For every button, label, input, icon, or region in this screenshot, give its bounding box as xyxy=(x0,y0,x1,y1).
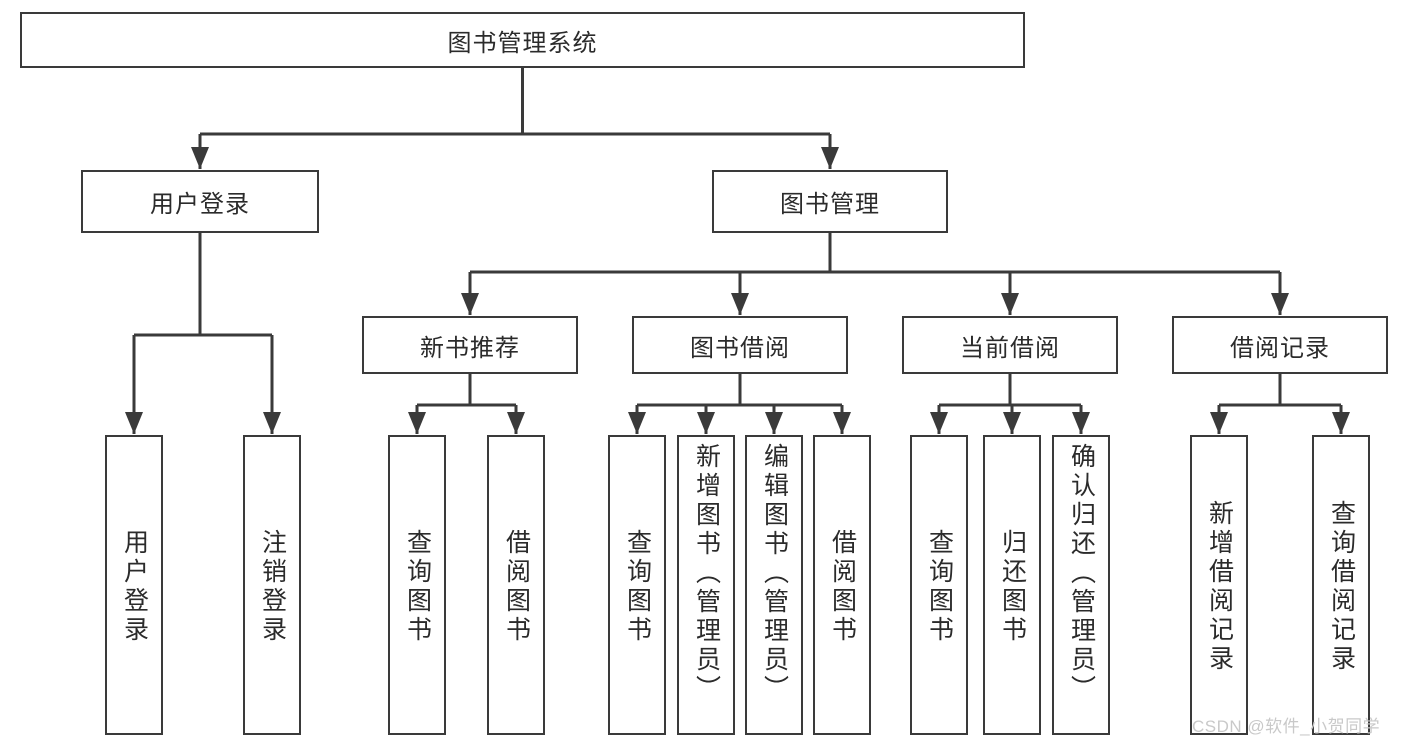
node-book-borrow[interactable]: 图书借阅 xyxy=(632,316,848,374)
arrowhead-book-borrow-to-leaf-edit-book xyxy=(765,412,783,434)
arrowhead-book-borrow-to-leaf-add-book xyxy=(697,412,715,434)
arrowhead-book-borrow-to-leaf-query-book-2 xyxy=(628,412,646,434)
node-label-leaf-add-record: 新增借阅记录 xyxy=(1205,500,1234,674)
arrowhead-user-login-to-leaf-user-login xyxy=(125,412,143,434)
node-leaf-return-book[interactable]: 归还图书 xyxy=(983,435,1041,735)
node-label-leaf-query-book-1: 查询图书 xyxy=(403,529,432,645)
node-leaf-edit-book[interactable]: 编辑图书（管理员） xyxy=(745,435,803,735)
node-label-leaf-confirm-return: 确认归还（管理员） xyxy=(1067,443,1096,704)
node-label-leaf-edit-book: 编辑图书（管理员） xyxy=(760,443,789,704)
watermark-text: CSDN @软件_小贺同学 xyxy=(1192,717,1381,736)
node-label-leaf-borrow-book-2: 借阅图书 xyxy=(828,529,857,645)
node-leaf-query-book-3[interactable]: 查询图书 xyxy=(910,435,968,735)
node-leaf-borrow-book-1[interactable]: 借阅图书 xyxy=(487,435,545,735)
node-label-new-book-rec: 新书推荐 xyxy=(420,334,520,362)
node-label-leaf-user-login: 用户登录 xyxy=(120,529,149,645)
arrowhead-borrow-record-to-leaf-query-record xyxy=(1332,412,1350,434)
node-label-leaf-query-book-2: 查询图书 xyxy=(623,529,652,645)
arrowhead-new-book-rec-to-leaf-borrow-book-1 xyxy=(507,412,525,434)
node-leaf-query-record[interactable]: 查询借阅记录 xyxy=(1312,435,1370,735)
node-leaf-user-login[interactable]: 用户登录 xyxy=(105,435,163,735)
node-leaf-confirm-return[interactable]: 确认归还（管理员） xyxy=(1052,435,1110,735)
arrowhead-root-to-book-manage xyxy=(821,147,839,169)
node-label-leaf-return-book: 归还图书 xyxy=(998,529,1027,645)
arrowhead-current-borrow-to-leaf-query-book-3 xyxy=(930,412,948,434)
node-leaf-add-book[interactable]: 新增图书（管理员） xyxy=(677,435,735,735)
arrowhead-book-manage-to-borrow-record xyxy=(1271,293,1289,315)
node-label-leaf-query-book-3: 查询图书 xyxy=(925,529,954,645)
node-current-borrow[interactable]: 当前借阅 xyxy=(902,316,1118,374)
node-leaf-logout[interactable]: 注销登录 xyxy=(243,435,301,735)
node-label-leaf-add-book: 新增图书（管理员） xyxy=(692,443,721,704)
node-root[interactable]: 图书管理系统 xyxy=(20,12,1025,68)
node-user-login[interactable]: 用户登录 xyxy=(81,170,319,233)
arrowhead-book-manage-to-current-borrow xyxy=(1001,293,1019,315)
node-label-root: 图书管理系统 xyxy=(447,29,598,57)
arrowhead-current-borrow-to-leaf-confirm-return xyxy=(1072,412,1090,434)
node-leaf-add-record[interactable]: 新增借阅记录 xyxy=(1190,435,1248,735)
node-new-book-rec[interactable]: 新书推荐 xyxy=(362,316,578,374)
node-label-current-borrow: 当前借阅 xyxy=(960,334,1060,362)
node-label-user-login: 用户登录 xyxy=(150,191,250,218)
arrowhead-book-borrow-to-leaf-borrow-book-2 xyxy=(833,412,851,434)
node-leaf-query-book-2[interactable]: 查询图书 xyxy=(608,435,666,735)
node-label-leaf-borrow-book-1: 借阅图书 xyxy=(502,529,531,645)
arrowhead-user-login-to-leaf-logout xyxy=(263,412,281,434)
node-label-borrow-record: 借阅记录 xyxy=(1230,334,1330,362)
arrowhead-new-book-rec-to-leaf-query-book-1 xyxy=(408,412,426,434)
node-label-leaf-query-record: 查询借阅记录 xyxy=(1327,500,1356,674)
node-leaf-borrow-book-2[interactable]: 借阅图书 xyxy=(813,435,871,735)
arrowhead-book-manage-to-book-borrow xyxy=(731,293,749,315)
node-leaf-query-book-1[interactable]: 查询图书 xyxy=(388,435,446,735)
node-label-leaf-logout: 注销登录 xyxy=(258,529,287,645)
node-label-book-borrow: 图书借阅 xyxy=(690,334,790,362)
node-book-manage[interactable]: 图书管理 xyxy=(712,170,948,233)
node-label-book-manage: 图书管理 xyxy=(780,191,880,218)
arrowhead-current-borrow-to-leaf-return-book xyxy=(1003,412,1021,434)
node-borrow-record[interactable]: 借阅记录 xyxy=(1172,316,1388,374)
arrowhead-root-to-user-login xyxy=(191,147,209,169)
arrowhead-borrow-record-to-leaf-add-record xyxy=(1210,412,1228,434)
arrowhead-book-manage-to-new-book-rec xyxy=(461,293,479,315)
